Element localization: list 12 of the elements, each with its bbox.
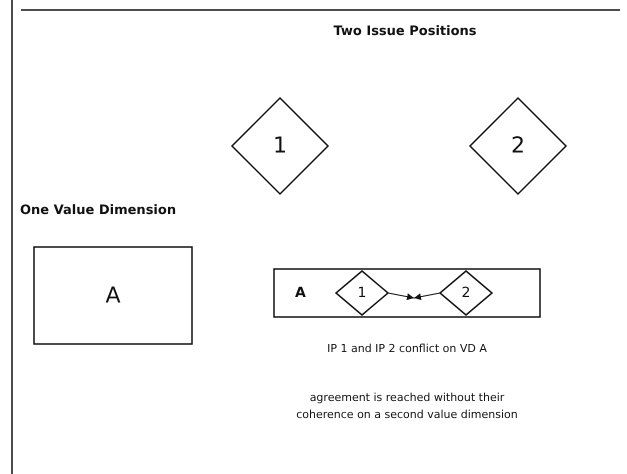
- diagram-title: Two Issue Positions: [332, 24, 478, 39]
- arrow: [388, 292, 414, 300]
- note-text: agreement is reached without their coherence on a second value dimension: [295, 390, 519, 424]
- node-label: 2: [462, 285, 470, 301]
- section-heading: One Value Dimension: [20, 202, 178, 220]
- node-label: A: [295, 285, 306, 301]
- node-label: 1: [358, 285, 366, 301]
- node-label: 1: [273, 134, 287, 158]
- node-label: 2: [511, 134, 525, 158]
- node-label: A: [105, 283, 121, 308]
- note-text: IP 1 and IP 2 conflict on VD A: [326, 341, 488, 357]
- arrow: [414, 292, 440, 300]
